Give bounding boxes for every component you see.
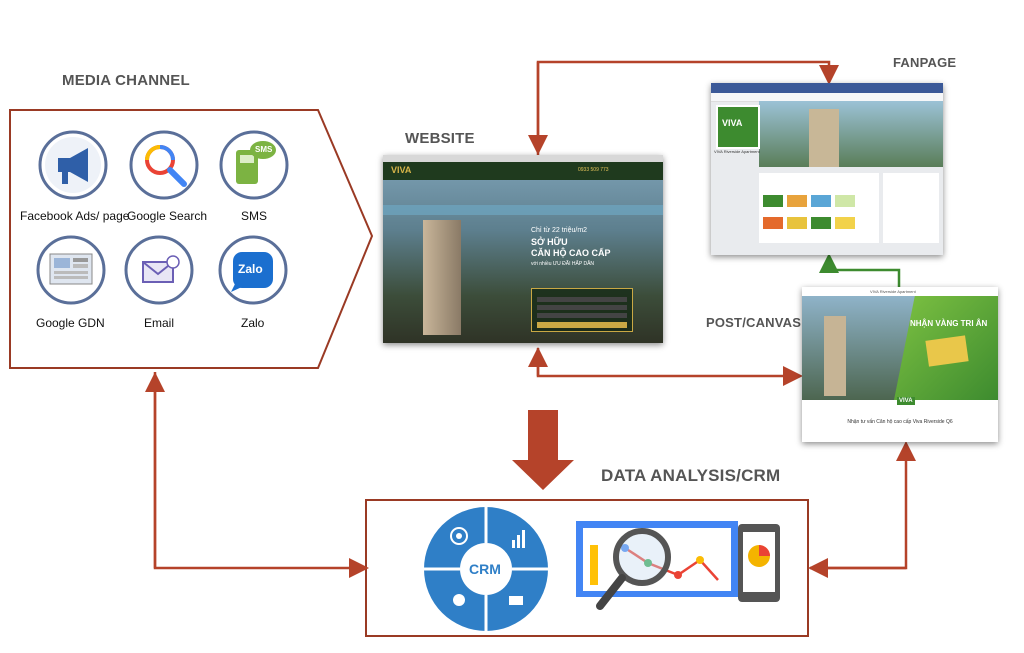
channel-label-facebook: Facebook Ads/ page — [20, 209, 130, 223]
website-navbar — [383, 162, 663, 180]
post-header: VIVA Riverside Apartment — [870, 289, 916, 294]
fanpage-heading: FANPAGE — [893, 55, 957, 70]
fb-cover — [759, 101, 943, 167]
website-form — [531, 288, 633, 332]
crm-frame — [365, 499, 809, 637]
website-hero-line3: CĂN HỘ CAO CẤP — [531, 248, 611, 258]
river-image — [383, 205, 663, 215]
website-screenshot: VIVA 0933 509 773 Chỉ từ 22 triệu/m2 SỞ … — [383, 155, 663, 343]
channel-label-google-gdn: Google GDN — [36, 316, 105, 330]
arrow-website-post — [536, 348, 803, 386]
data-analysis-heading: DATA ANALYSIS/CRM — [601, 466, 781, 485]
channel-label-sms: SMS — [241, 209, 268, 223]
arrow-media-crm — [153, 372, 369, 578]
post-canvas-heading: POST/CANVAS — [706, 315, 802, 330]
crm-label: CRM — [469, 561, 501, 577]
post-image — [802, 296, 998, 400]
media-channel-heading: MEDIA CHANNEL — [62, 72, 190, 89]
fb-topbar — [711, 83, 943, 93]
fb-photos — [759, 173, 879, 243]
zalo-icon-text: Zalo — [238, 262, 263, 276]
arrow-crm-post — [810, 441, 916, 570]
fb-profile-logo — [716, 105, 760, 149]
fanpage-logo: VIVA — [722, 118, 743, 128]
arrow-post-fanpage — [819, 253, 901, 287]
channel-label-email: Email — [144, 316, 175, 330]
website-heading: WEBSITE — [405, 130, 475, 147]
browser-bar — [383, 155, 663, 162]
channel-label-google-search: Google Search — [127, 209, 208, 223]
big-down-arrow — [512, 410, 574, 490]
post-promo: NHẬN VÀNG TRI ÂN — [910, 319, 988, 328]
post-logo: VIVA — [897, 397, 915, 405]
fanpage-name: VIVA Riverside Apartment — [714, 149, 760, 154]
fanpage-screenshot: VIVA VIVA Riverside Apartment — [711, 83, 943, 255]
channel-label-zalo: Zalo — [241, 316, 265, 330]
tower-image — [423, 220, 461, 335]
website-hero-line2: SỞ HỮU — [531, 237, 568, 247]
sms-icon-text: SMS — [255, 145, 273, 154]
post-caption: Nhận tư vấn Căn hộ cao cấp Viva Riversid… — [847, 419, 953, 425]
website-phone: 0933 509 773 — [578, 167, 609, 173]
website-hero-line4: với nhiều ƯU ĐÃI HẤP DẪN — [531, 261, 595, 267]
fb-sidebar — [883, 173, 939, 243]
website-logo: VIVA — [391, 165, 412, 175]
website-hero-line1: Chỉ từ 22 triệu/m2 — [531, 227, 588, 234]
post-canvas-screenshot: VIVA Riverside Apartment NHẬN VÀNG TRI Â… — [802, 287, 998, 442]
